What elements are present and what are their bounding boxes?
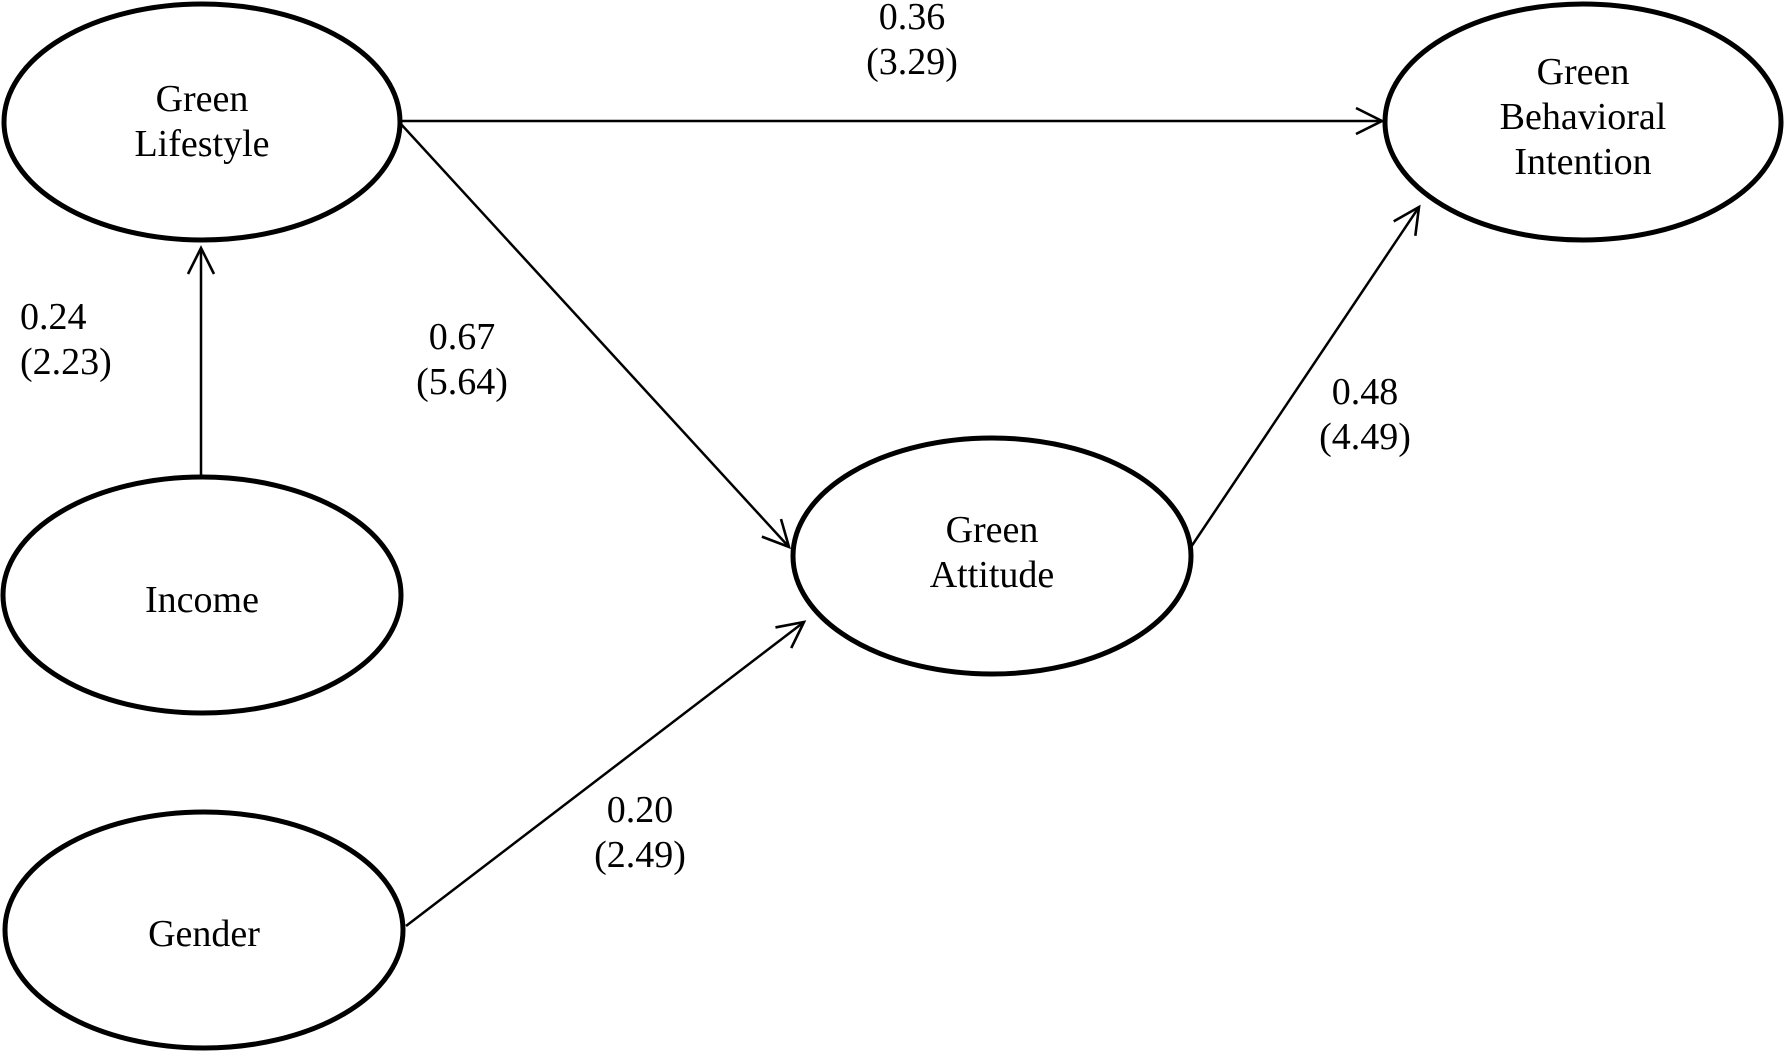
node-label-green-attitude: Green Attitude xyxy=(929,509,1055,596)
edge-label-green-lifestyle-to-green-behavioral-intention: 0.36 (3.29) xyxy=(866,0,958,83)
edge-label-green-lifestyle-to-green-attitude: 0.67 (5.64) xyxy=(416,316,508,403)
edge-arrow-green-lifestyle-to-green-attitude xyxy=(399,122,791,550)
node-ellipse-green-lifestyle xyxy=(1,1,403,243)
node-label-green-behavioral-intention: Green Behavioral Intention xyxy=(1499,51,1667,183)
node-label-green-lifestyle: Green Lifestyle xyxy=(134,78,270,165)
edge-label-green-attitude-to-green-behavioral-intention: 0.48 (4.49) xyxy=(1319,371,1411,458)
edge-arrow-green-attitude-to-green-behavioral-intention xyxy=(1189,204,1421,548)
edge-label-gender-to-green-attitude: 0.20 (2.49) xyxy=(594,789,686,876)
node-label-income: Income xyxy=(145,579,259,621)
node-ellipse-gender xyxy=(2,809,406,1051)
edge-label-income-to-green-lifestyle: 0.24 (2.23) xyxy=(20,296,112,383)
node-ellipse-green-behavioral-intention xyxy=(1382,1,1784,243)
node-ellipse-green-attitude xyxy=(790,435,1194,677)
edge-arrow-gender-to-green-attitude xyxy=(405,620,807,927)
node-label-gender: Gender xyxy=(148,913,260,955)
